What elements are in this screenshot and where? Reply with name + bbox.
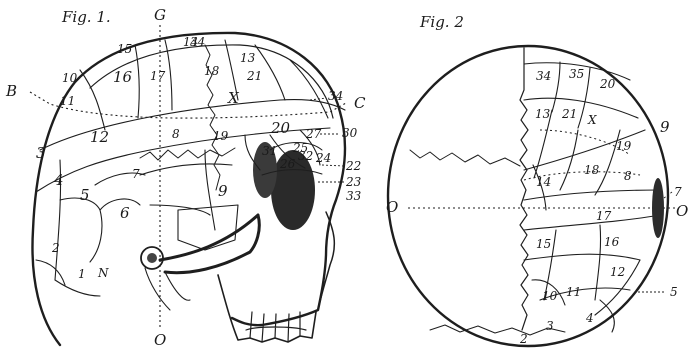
fig1-region-11: 11 (60, 94, 75, 108)
fig1-marker-34: 34 (328, 89, 343, 103)
fig1-marker-34-top: 34 (190, 35, 205, 49)
fig1-marker-b: B (5, 82, 17, 100)
fig1-region-9: 9 (218, 182, 228, 200)
fig2-region-21: 21 (561, 107, 577, 121)
fig1-region-7: 7 (132, 167, 140, 181)
fig2-temporal-bone (652, 178, 664, 238)
fig2-marker-5: 5 (670, 285, 678, 299)
fig1-region-26: 26 (279, 157, 296, 171)
fig1-marker-22: 22 (345, 159, 361, 173)
fig1-letter-n: N (97, 266, 109, 280)
fig1-region-31: 31 (262, 144, 277, 158)
fig2-marker-8: 8 (624, 169, 632, 183)
fig1-ear-canal (147, 253, 157, 263)
fig2-region-18: 18 (584, 163, 600, 177)
fig2-lambdoid-suture (430, 325, 565, 335)
fig2-region-16: 16 (604, 235, 620, 249)
fig2-region-20: 20 (599, 77, 616, 91)
fig2-region-10: 10 (542, 289, 558, 303)
fig2-region-11: 11 (566, 285, 581, 299)
fig1-region-2: 2 (51, 241, 60, 255)
fig1-region-19: 19 (213, 129, 229, 143)
fig1-region-1: 1 (78, 267, 86, 281)
fig2-cranium-outline (388, 46, 668, 346)
fig1-region-12: 12 (90, 128, 109, 146)
fig2-title: Fig. 2 (419, 13, 464, 31)
fig1-skull-side: Fig. 1. (5, 6, 366, 349)
fig1-region-8: 8 (172, 127, 180, 141)
fig2-region-34: 34 (536, 69, 551, 83)
fig1-zygomatic (160, 215, 259, 273)
fig2-region-12: 12 (610, 265, 625, 279)
fig1-jaw (218, 275, 316, 342)
fig2-region-15: 15 (536, 237, 551, 251)
fig1-marker-g: G (154, 6, 166, 24)
fig2-region-35: 35 (569, 67, 584, 81)
fig2-region-4: 4 (585, 311, 594, 325)
fig2-region-14: 14 (536, 175, 551, 189)
fig2-region-2: 2 (519, 332, 528, 346)
fig2-marker-9: 9 (660, 118, 670, 136)
fig1-region-13: 13 (240, 51, 256, 65)
fig1-region-20: 20 (270, 119, 291, 137)
fig1-region-18: 18 (204, 64, 220, 78)
fig2-marker-o-right: O (676, 202, 688, 220)
fig1-region-6: 6 (120, 204, 130, 222)
fig2-skull-top: Fig. 2 (386, 13, 688, 346)
fig2-sagittal-suture (520, 48, 528, 330)
fig1-region-5: 5 (80, 186, 90, 204)
fig2-region-19: 19 (616, 139, 632, 153)
fig2-marker-7: 7 (674, 185, 682, 199)
fig1-region-4: 4 (53, 171, 64, 189)
fig1-region-10: 10 (62, 71, 78, 85)
fig1-region-15: 15 (117, 42, 132, 56)
fig2-region-17: 17 (596, 209, 612, 223)
fig1-region-3: 3 (36, 144, 46, 162)
fig1-ear-strap (145, 268, 190, 310)
fig2-marker-o-left: O (386, 198, 398, 216)
fig2-letter-x: X (587, 113, 597, 127)
fig1-marker-24: 24 (315, 151, 331, 165)
fig1-region-33: 33 (346, 189, 362, 203)
fig1-region-17: 17 (150, 69, 166, 83)
fig1-letter-x: X (227, 89, 240, 107)
fig1-marker-23: 23 (345, 175, 362, 189)
fig2-region-13: 13 (535, 107, 551, 121)
fig2-coronal-suture (410, 150, 520, 166)
fig1-marker-c: C (354, 94, 366, 112)
fig1-region-27: 27 (305, 127, 322, 141)
fig1-marker-30: 30 (342, 126, 358, 140)
fig1-region-16: 16 (113, 68, 133, 86)
fig1-title: Fig. 1. (61, 8, 111, 26)
fig1-marker-o: O (154, 331, 166, 349)
fig1-region-21: 21 (246, 69, 262, 83)
fig2-reference-lines (408, 130, 678, 208)
fig2-region-3: 3 (546, 319, 554, 333)
fig1-suture-squamous (140, 148, 235, 160)
fig1-region-32: 32 (298, 149, 313, 163)
